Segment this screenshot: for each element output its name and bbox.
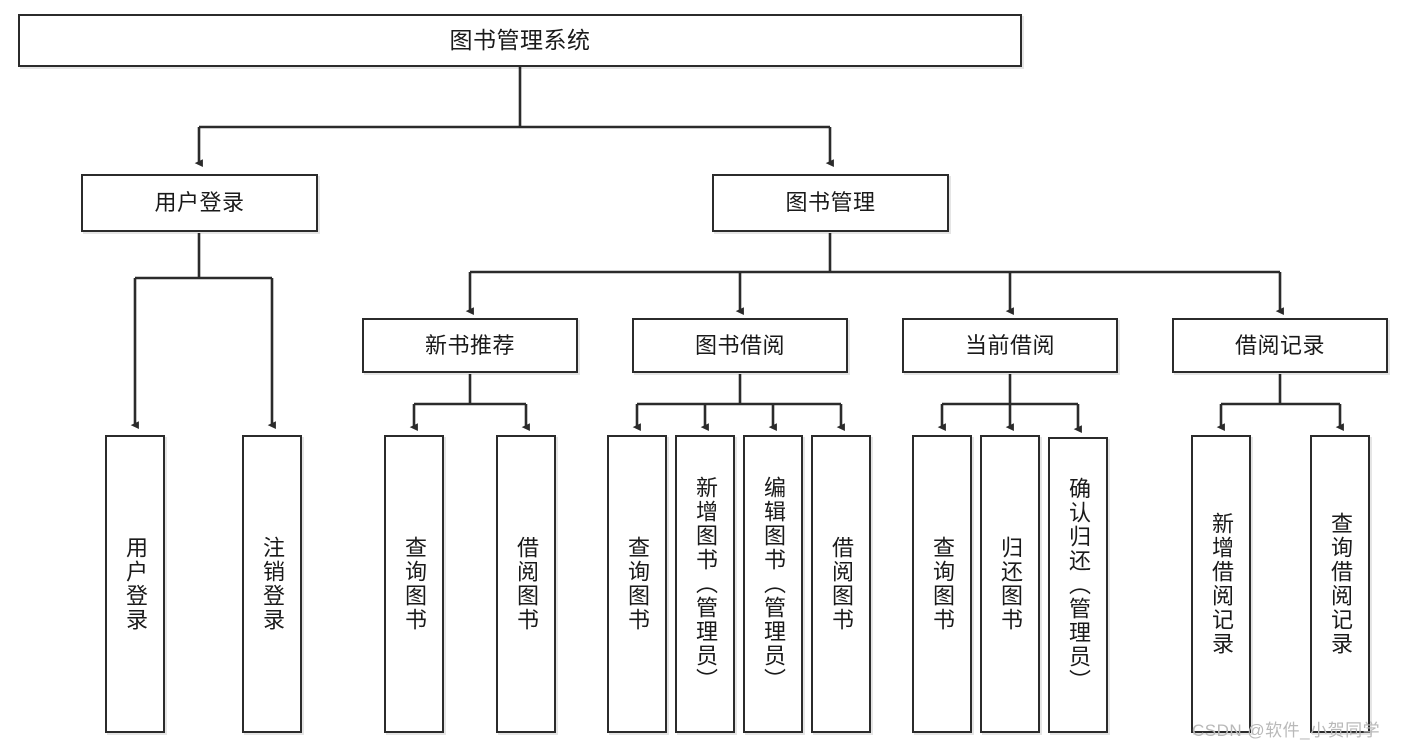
node-leaf-return-book[interactable]: 归还图书	[980, 435, 1040, 733]
node-leaf-logout[interactable]: 注销登录	[242, 435, 302, 733]
node-borrow-record[interactable]: 借阅记录	[1172, 318, 1388, 373]
node-leaf-query-record-label: 查询借阅记录	[1327, 512, 1353, 656]
node-root-label: 图书管理系统	[449, 27, 591, 54]
node-leaf-confirm-return-label: 确认归还（管理员）	[1065, 477, 1091, 693]
node-user-login[interactable]: 用户登录	[81, 174, 318, 232]
node-new-book-rec[interactable]: 新书推荐	[362, 318, 578, 373]
node-leaf-logout-label: 注销登录	[259, 536, 285, 632]
node-leaf-user-login-label: 用户登录	[122, 536, 148, 632]
node-leaf-query-book-1-label: 查询图书	[401, 536, 427, 632]
node-leaf-return-book-label: 归还图书	[997, 536, 1023, 632]
node-leaf-query-book-1[interactable]: 查询图书	[384, 435, 444, 733]
node-leaf-query-book-2-label: 查询图书	[624, 536, 650, 632]
node-leaf-query-record[interactable]: 查询借阅记录	[1310, 435, 1370, 733]
node-leaf-query-book-3-label: 查询图书	[929, 536, 955, 632]
node-book-borrow[interactable]: 图书借阅	[632, 318, 848, 373]
node-borrow-record-label: 借阅记录	[1234, 332, 1325, 358]
node-leaf-add-record-label: 新增借阅记录	[1208, 512, 1234, 656]
node-leaf-borrow-book-1-label: 借阅图书	[513, 536, 539, 632]
node-leaf-borrow-book-2-label: 借阅图书	[828, 536, 854, 632]
node-new-book-rec-label: 新书推荐	[424, 332, 515, 358]
watermark-text: CSDN @软件_小贺同学	[1192, 721, 1381, 740]
node-leaf-add-book-label: 新增图书（管理员）	[692, 476, 718, 692]
node-root[interactable]: 图书管理系统	[18, 14, 1022, 67]
node-leaf-user-login[interactable]: 用户登录	[105, 435, 165, 733]
node-leaf-edit-book-label: 编辑图书（管理员）	[760, 476, 786, 692]
node-leaf-query-book-2[interactable]: 查询图书	[607, 435, 667, 733]
node-leaf-add-record[interactable]: 新增借阅记录	[1191, 435, 1251, 733]
node-leaf-confirm-return[interactable]: 确认归还（管理员）	[1048, 437, 1108, 733]
node-book-manage-label: 图书管理	[785, 190, 876, 216]
node-user-login-label: 用户登录	[154, 190, 245, 216]
node-current-borrow-label: 当前借阅	[964, 332, 1055, 358]
node-leaf-query-book-3[interactable]: 查询图书	[912, 435, 972, 733]
node-leaf-borrow-book-1[interactable]: 借阅图书	[496, 435, 556, 733]
node-leaf-add-book[interactable]: 新增图书（管理员）	[675, 435, 735, 733]
node-book-manage[interactable]: 图书管理	[712, 174, 949, 232]
node-leaf-edit-book[interactable]: 编辑图书（管理员）	[743, 435, 803, 733]
node-current-borrow[interactable]: 当前借阅	[902, 318, 1118, 373]
node-book-borrow-label: 图书借阅	[694, 332, 785, 358]
node-leaf-borrow-book-2[interactable]: 借阅图书	[811, 435, 871, 733]
